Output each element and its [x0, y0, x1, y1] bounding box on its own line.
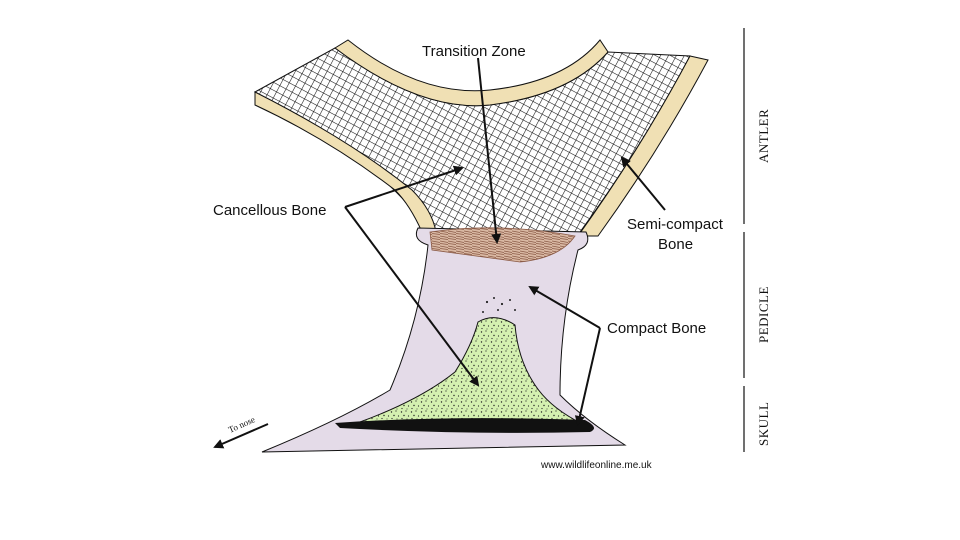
label-cancellous-bone: Cancellous Bone	[213, 202, 326, 219]
label-compact-bone: Compact Bone	[607, 320, 706, 337]
skull-layer	[335, 418, 594, 433]
right-cortex	[577, 55, 709, 237]
credit-url: www.wildlifeonline.me.uk	[540, 460, 653, 471]
label-transition-zone: Transition Zone	[422, 43, 526, 60]
section-pedicle: PEDICLE	[756, 286, 771, 343]
leader-lines	[213, 57, 666, 449]
transition-zone-region	[429, 227, 576, 263]
section-skull: SKULL	[756, 402, 771, 446]
ossification-dots	[482, 297, 516, 313]
upper-cortex-band	[334, 39, 609, 107]
label-semi-compact-line1: Semi-compact	[627, 216, 724, 233]
label-semi-compact-line2: Bone	[658, 236, 693, 253]
section-antler: ANTLER	[756, 109, 771, 163]
